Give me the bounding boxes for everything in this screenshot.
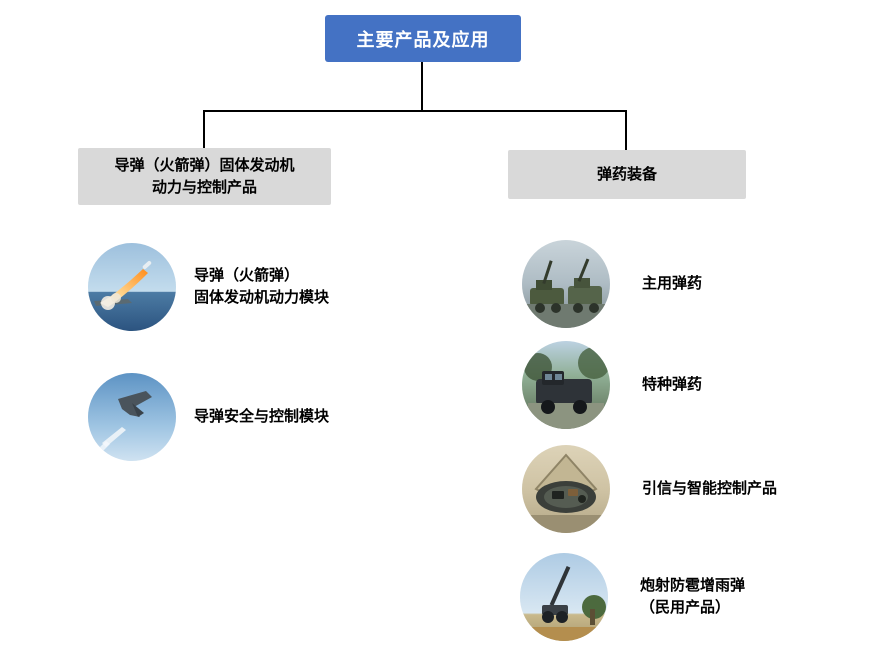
item-solid-motor-module: 导弹（火箭弹） 固体发动机动力模块: [88, 243, 329, 331]
branch-header-ammunition: 弹药装备: [508, 150, 746, 199]
anti-aircraft-vehicle-photo: [522, 240, 610, 328]
item-rain-enhancement-shell: 炮射防雹增雨弹 （民用产品）: [520, 553, 745, 641]
branch-header-label: 弹药装备: [596, 165, 657, 183]
artillery-photo: [520, 553, 608, 641]
missile-launch-photo: [88, 243, 176, 331]
fuze-interior-photo: [522, 445, 610, 533]
connector-root-vertical: [421, 62, 423, 110]
item-label: 引信与智能控制产品: [642, 479, 778, 497]
special-vehicle-photo: [522, 341, 610, 429]
item-safety-control-module: 导弹安全与控制模块: [88, 373, 329, 461]
root-node-label: 主要产品及应用: [356, 29, 490, 50]
item-special-ammunition: 特种弹药: [522, 341, 702, 429]
item-fuze-control-products: 引信与智能控制产品: [522, 445, 777, 533]
item-main-ammunition: 主用弹药: [522, 240, 702, 328]
item-label: 炮射防雹增雨弹 （民用产品）: [640, 576, 746, 617]
item-label: 导弹安全与控制模块: [194, 407, 330, 425]
fighter-jet-photo: [88, 373, 176, 461]
root-node: 主要产品及应用: [325, 15, 521, 62]
item-label: 特种弹药: [642, 375, 703, 393]
connector-horizontal: [203, 110, 627, 112]
connector-left-drop: [203, 110, 205, 148]
branch-header-label: 导弹（火箭弹）固体发动机 动力与控制产品: [114, 156, 295, 196]
branch-header-motor-products: 导弹（火箭弹）固体发动机 动力与控制产品: [78, 148, 331, 205]
connector-right-drop: [625, 110, 627, 150]
item-label: 导弹（火箭弹） 固体发动机动力模块: [194, 266, 330, 307]
item-label: 主用弹药: [642, 274, 703, 292]
